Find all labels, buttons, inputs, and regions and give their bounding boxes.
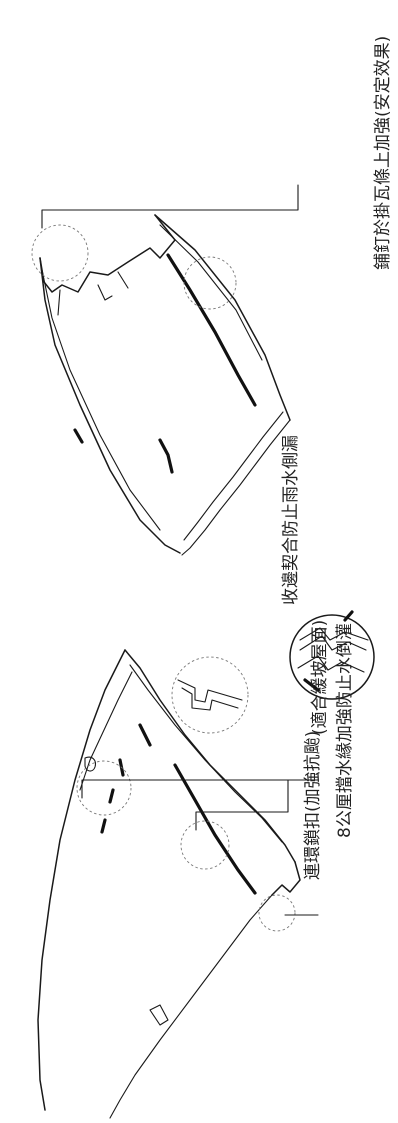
label-water-barrier-note: (適合緩坡屋面) [310, 620, 330, 735]
detail-edge-interlock [171, 656, 249, 734]
label-chain-lock: 連環鎖扣(加強抗颱) [303, 731, 323, 880]
callout-circle-top-fastening [31, 224, 89, 282]
callout-circle-chain-lock [258, 894, 296, 932]
leader-lines [41, 184, 319, 916]
label-edge-interlock: 收邊契合防止雨水側漏 [281, 435, 301, 605]
upper-roof-tile [31, 214, 291, 556]
label-water-barrier: 8公厘擋水緣加強防止水倒灌 [335, 623, 355, 838]
callout-circle-water-barrier [76, 760, 132, 816]
callout-circle-edge-interlock [180, 820, 230, 870]
lower-roof-tile [37, 649, 301, 1119]
label-top-fastening: 鋪釘於掛瓦條上加強(安定效果) [373, 36, 393, 270]
detail-chain-lock [289, 610, 375, 700]
callout-circle-top-edge [183, 256, 237, 310]
